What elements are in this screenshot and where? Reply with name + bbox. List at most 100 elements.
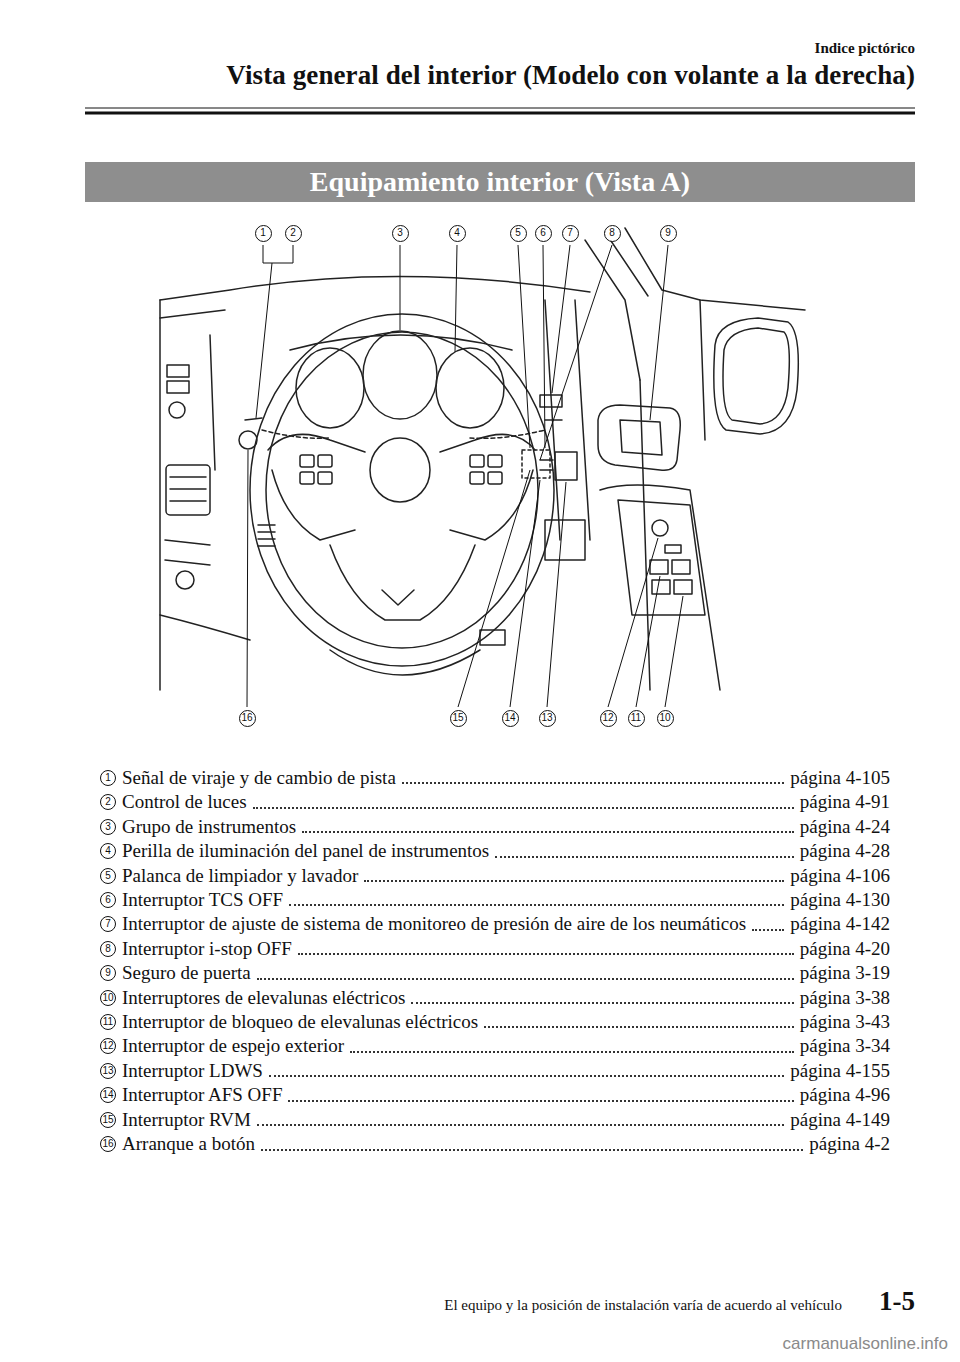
callout-number: 14 bbox=[100, 1087, 116, 1103]
watermark: carmanualsonline.info bbox=[783, 1334, 948, 1354]
list-row: 16 Arranque a botón página 4-2 bbox=[100, 1132, 890, 1156]
dot-leader bbox=[269, 1075, 784, 1077]
callout-number: 2 bbox=[285, 225, 302, 242]
callout-number: 1 bbox=[255, 225, 272, 242]
page-reference: página 4-2 bbox=[809, 1132, 890, 1156]
callout-number: 16 bbox=[239, 710, 256, 727]
header-rule bbox=[85, 108, 915, 109]
legend-list: 1 Señal de viraje y de cambio de pista pág… bbox=[100, 766, 890, 1157]
part-name: Interruptor AFS OFF bbox=[122, 1083, 282, 1107]
dot-leader bbox=[257, 1124, 784, 1126]
page-reference: página 4-155 bbox=[790, 1059, 890, 1083]
part-name: Interruptor i-stop OFF bbox=[122, 937, 292, 961]
list-row: 11 Interruptor de bloqueo de elevalunas e… bbox=[100, 1010, 890, 1034]
callout-number: 3 bbox=[100, 819, 116, 835]
page-number: 1-5 bbox=[879, 1286, 915, 1317]
page-reference: página 4-130 bbox=[790, 888, 890, 912]
list-row: 8Interruptor i-stop OFFpágina 4-20 bbox=[100, 937, 890, 961]
page-reference: página 4-24 bbox=[800, 815, 890, 839]
list-row: 5Palanca de limpiador y lavadorpágina 4-… bbox=[100, 864, 890, 888]
callout-number: 11 bbox=[100, 1014, 116, 1030]
part-name: Señal de viraje y de cambio de pista bbox=[122, 766, 396, 790]
list-row: 12 Interruptor de espejo exterior página 3… bbox=[100, 1034, 890, 1058]
list-row: 6 Interruptor TCS OFF página 4-130 bbox=[100, 888, 890, 912]
dot-leader bbox=[752, 929, 784, 931]
dot-leader bbox=[411, 1002, 793, 1004]
section-banner: Equipamiento interior (Vista A) bbox=[85, 162, 915, 202]
list-row: 1Señal de viraje y de cambio de pistapág… bbox=[100, 766, 890, 790]
dot-leader bbox=[288, 1100, 793, 1102]
callout-number: 4 bbox=[449, 225, 466, 242]
dashboard-drawing bbox=[160, 228, 805, 690]
list-row: 2Control de lucespágina 4-91 bbox=[100, 790, 890, 814]
callout-number: 8 bbox=[100, 941, 116, 957]
dot-leader bbox=[257, 978, 794, 980]
page-reference: página 4-106 bbox=[790, 864, 890, 888]
page-title: Vista general del interior (Modelo con v… bbox=[226, 60, 915, 91]
footer-note: El equipo y la posición de instalación v… bbox=[444, 1297, 842, 1314]
callout-number: 8 bbox=[604, 225, 621, 242]
callout-number: 10 bbox=[657, 710, 674, 727]
header-rule bbox=[85, 112, 915, 115]
page-reference: página 3-38 bbox=[800, 986, 890, 1010]
dot-leader bbox=[364, 880, 784, 882]
list-row: 4 Perilla de iluminación del panel de ins… bbox=[100, 839, 890, 863]
list-row: 7Interruptor de ajuste de sistema de mon… bbox=[100, 912, 890, 936]
callout-number: 9 bbox=[100, 965, 116, 981]
callout-number: 15 bbox=[450, 710, 467, 727]
dot-leader bbox=[298, 953, 794, 955]
callout-number: 1 bbox=[100, 770, 116, 786]
dot-leader bbox=[402, 782, 784, 784]
part-name: Palanca de limpiador y lavador bbox=[122, 864, 358, 888]
callout-number: 7 bbox=[100, 916, 116, 932]
dot-leader bbox=[289, 904, 784, 906]
part-name: Interruptor LDWS bbox=[122, 1059, 263, 1083]
callout-number: 3 bbox=[392, 225, 409, 242]
list-row: 14 Interruptor AFS OFF página 4-96 bbox=[100, 1083, 890, 1107]
part-name: Seguro de puerta bbox=[122, 961, 251, 985]
callout-number: 12 bbox=[600, 710, 617, 727]
callout-number: 4 bbox=[100, 843, 116, 859]
section-label: Indice pictórico bbox=[815, 40, 915, 57]
part-name: Arranque a botón bbox=[122, 1132, 255, 1156]
page-reference: página 3-19 bbox=[800, 961, 890, 985]
page-reference: página 4-28 bbox=[800, 839, 890, 863]
part-name: Perilla de iluminación del panel de inst… bbox=[122, 839, 489, 863]
dot-leader bbox=[253, 807, 794, 809]
page-reference: página 4-96 bbox=[800, 1083, 890, 1107]
callout-number: 9 bbox=[660, 225, 677, 242]
callout-number: 14 bbox=[502, 710, 519, 727]
list-row: 3 Grupo de instrumentos página 4-24 bbox=[100, 815, 890, 839]
callout-number: 6 bbox=[100, 892, 116, 908]
callout-number: 15 bbox=[100, 1112, 116, 1128]
dot-leader bbox=[261, 1149, 803, 1151]
callout-number: 5 bbox=[510, 225, 527, 242]
leader-lines bbox=[247, 245, 683, 707]
part-name: Interruptor de espejo exterior bbox=[122, 1034, 344, 1058]
page-reference: página 3-34 bbox=[800, 1034, 890, 1058]
list-row: 9 Seguro de puerta página 3-19 bbox=[100, 961, 890, 985]
dot-leader bbox=[302, 831, 794, 833]
part-name: Interruptor de bloqueo de elevalunas elé… bbox=[122, 1010, 478, 1034]
callout-number: 7 bbox=[562, 225, 579, 242]
list-row: 15 Interruptor RVM página 4-149 bbox=[100, 1108, 890, 1132]
callout-number: 12 bbox=[100, 1038, 116, 1054]
callout-number: 13 bbox=[539, 710, 556, 727]
page-reference: página 3-43 bbox=[800, 1010, 890, 1034]
page-reference: página 4-149 bbox=[790, 1108, 890, 1132]
list-row: 13 Interruptor LDWS página 4-155 bbox=[100, 1059, 890, 1083]
part-name: Interruptor TCS OFF bbox=[122, 888, 283, 912]
callout-number: 13 bbox=[100, 1063, 116, 1079]
callout-number: 2 bbox=[100, 794, 116, 810]
part-name: Control de luces bbox=[122, 790, 247, 814]
callout-number: 6 bbox=[535, 225, 552, 242]
callout-number: 16 bbox=[100, 1136, 116, 1152]
banner-text: Equipamiento interior (Vista A) bbox=[310, 166, 690, 198]
callout-number: 11 bbox=[628, 710, 645, 727]
dot-leader bbox=[350, 1051, 794, 1053]
part-name: Grupo de instrumentos bbox=[122, 815, 296, 839]
dot-leader bbox=[495, 856, 794, 858]
part-name: Interruptor RVM bbox=[122, 1108, 251, 1132]
